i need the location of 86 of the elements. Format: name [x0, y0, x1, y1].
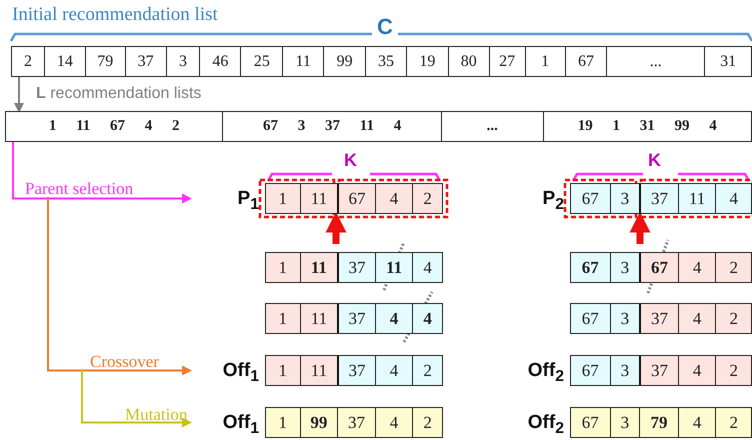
number-strip [265, 183, 443, 214]
row-label: P$_{2}$ [542, 188, 564, 214]
edge-label: L recommendation lists [36, 85, 202, 103]
list-cell: 37 [337, 304, 375, 333]
list-cell: 3 [610, 304, 640, 333]
list-cell: 4 [678, 356, 716, 385]
row-label: Off$_{2}$ [528, 360, 564, 386]
list-cell: 79 [639, 408, 678, 437]
number-strip [570, 252, 752, 283]
list-cell: 37 [639, 184, 678, 213]
list-cell: 67 [571, 304, 610, 333]
number-strip [265, 252, 443, 283]
number-strip [265, 355, 443, 386]
row-label: Off$_{1}$ [222, 412, 259, 438]
list-cell: 11 [300, 356, 338, 385]
number-strip [570, 183, 752, 214]
list-cell: 4 [374, 408, 412, 437]
list-cell: 46 [199, 47, 240, 76]
arrow [47, 197, 192, 376]
list-cell: 25 [240, 47, 282, 76]
list-cell: 4 [412, 304, 442, 333]
list-cell: 67 [564, 47, 606, 76]
list-cell: 11 [374, 253, 412, 282]
list-cell: 37 [639, 356, 678, 385]
edge-label: Parent selection [25, 179, 134, 199]
row-label: Off$_{1}$ [222, 360, 259, 386]
list-cell: 67 [571, 253, 610, 282]
list-cell: 1 [266, 184, 300, 213]
row-label: Off$_{2}$ [528, 412, 564, 438]
list-cell: 67 [571, 356, 610, 385]
list-cell: 3 [610, 184, 640, 213]
list-cell: 3 [610, 253, 640, 282]
bracket-label: K [648, 150, 661, 171]
edge-label: Crossover [90, 352, 159, 372]
list-cell: 4 [412, 253, 442, 282]
list-cell: 4 [374, 184, 412, 213]
list-cell: 1 [266, 356, 300, 385]
list-cell: 3 [166, 47, 200, 76]
arrow [630, 212, 650, 244]
list-cell: 37 [337, 408, 375, 437]
list-cell: 4 [374, 356, 412, 385]
arrow [12, 142, 192, 204]
list-cell: 11 [300, 184, 338, 213]
list-cell: 2 [412, 184, 442, 213]
list-cell: 3 [610, 356, 640, 385]
edge-label: Mutation [125, 405, 188, 425]
list-cell: 67 [639, 253, 678, 282]
list-cell: 4 [678, 253, 716, 282]
list-cell: 2 [412, 356, 442, 385]
list-cell: 2 [715, 356, 751, 385]
bracket-label: K [344, 150, 357, 171]
list-cell: 11 [300, 253, 338, 282]
title-label: Initial recommendation list [12, 4, 218, 26]
number-strip [265, 407, 443, 438]
list-cell: 67 [337, 184, 375, 213]
list-cell: 1 [266, 253, 300, 282]
number-strip [265, 303, 443, 334]
list-cell: 67 [571, 184, 610, 213]
number-strip [570, 355, 752, 386]
list-cell: 2 [715, 304, 751, 333]
list-cell: 11 [300, 304, 338, 333]
list-cell: 37 [639, 304, 678, 333]
row-label: P$_{1}$ [238, 188, 259, 214]
number-strip [570, 303, 752, 334]
list-cell: 3 [610, 408, 640, 437]
number-strip [570, 407, 752, 438]
list-cell: 1 [266, 408, 300, 437]
arrow [326, 212, 346, 244]
arrow [14, 77, 24, 113]
list-cell: 4 [715, 184, 751, 213]
list-cell: 67 [571, 408, 610, 437]
list-cell: 2 [715, 253, 751, 282]
list-cell: 11 [678, 184, 716, 213]
list-cell: 4 [678, 408, 716, 437]
list-cell: 2 [412, 408, 442, 437]
list-cell: 37 [337, 356, 375, 385]
list-cell: 37 [337, 253, 375, 282]
list-cell: 99 [300, 408, 338, 437]
list-cell: 1 [266, 304, 300, 333]
number-strip [11, 46, 752, 77]
number-strip [5, 111, 752, 142]
list-cell: 4 [678, 304, 716, 333]
bracket-label: C [377, 14, 393, 40]
arrow [81, 369, 192, 428]
list-cell: 2 [715, 408, 751, 437]
list-cell: 4 [374, 304, 412, 333]
